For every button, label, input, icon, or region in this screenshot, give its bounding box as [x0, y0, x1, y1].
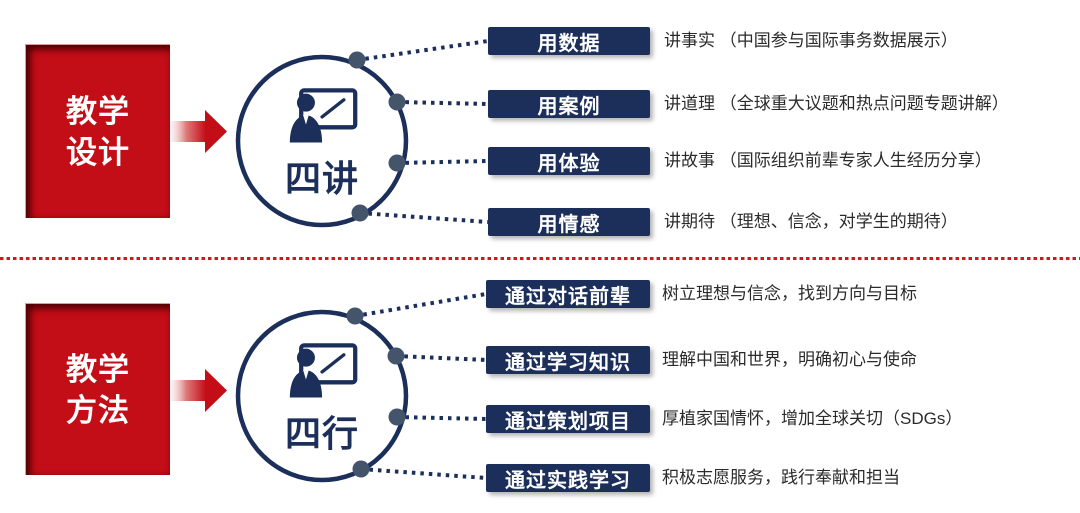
tag-box: 通过对话前辈 [486, 280, 650, 308]
tag-description: 讲事实 （中国参与国际事务数据展示） [664, 31, 958, 50]
tag-description: 理解中国和世界，明确初心与使命 [662, 350, 917, 369]
node-dots-bottom [346, 307, 406, 478]
presenter-at-whiteboard-icon [289, 343, 358, 398]
tag-description: 积极志愿服务，践行奉献和担当 [662, 468, 900, 487]
section-label-teaching-method: 教学 方法 [25, 303, 170, 475]
arrow-right-icon [170, 369, 227, 412]
tag-box: 通过策划项目 [486, 405, 650, 433]
tag-box: 用数据 [488, 27, 650, 55]
section-label-teaching-design: 教学 设计 [25, 44, 170, 218]
dotted-connectors-top [356, 39, 489, 224]
section-label-line: 设计 [66, 134, 130, 170]
tag-box: 通过学习知识 [486, 346, 650, 374]
tag-description: 讲道理 （全球重大议题和热点问题专题讲解） [664, 94, 1009, 113]
tag-description: 厚植家国情怀，增加全球关切（SDGs） [662, 409, 963, 428]
tag-description: 讲故事 （国际组织前辈专家人生经历分享） [664, 151, 992, 170]
section-divider [0, 257, 1080, 260]
tag-description: 讲期待 （理想、信念，对学生的期待） [664, 212, 958, 231]
arrow-right-icon [170, 110, 227, 153]
hub-label-top: 四讲 [284, 158, 359, 199]
dotted-connectors-bottom [354, 292, 487, 480]
presenter-at-whiteboard-icon [289, 88, 358, 143]
section-label-line: 方法 [66, 392, 130, 428]
node-dots-top [348, 51, 406, 222]
tag-box: 用体验 [488, 147, 650, 175]
tag-box: 用情感 [488, 208, 650, 236]
tag-box: 通过实践学习 [486, 464, 650, 492]
section-label-line: 教学 [66, 93, 130, 129]
hub-label-bottom: 四行 [284, 413, 359, 454]
section-label-line: 教学 [66, 351, 130, 387]
tag-box: 用案例 [488, 90, 650, 118]
tag-description: 树立理想与信念，找到方向与目标 [662, 284, 917, 303]
